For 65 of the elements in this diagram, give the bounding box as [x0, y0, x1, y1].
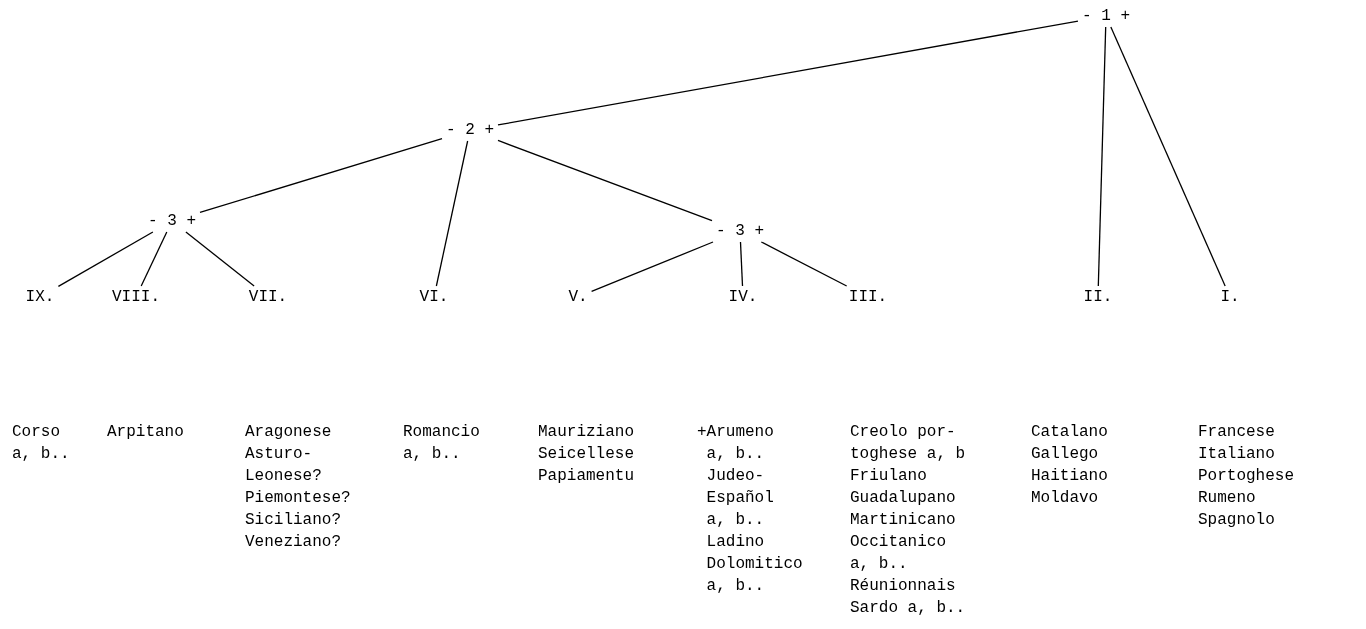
- language-name: Leonese?: [245, 466, 322, 487]
- language-name: Mauriziano: [538, 422, 634, 443]
- language-name: Italiano: [1198, 444, 1275, 465]
- language-name: Sardo a, b..: [850, 598, 966, 619]
- language-name: Judeo-: [705, 466, 765, 487]
- language-name: Portoghese: [1198, 466, 1294, 487]
- connector-line: [1097, 26, 1107, 287]
- tree-node-label: II.: [1081, 287, 1115, 307]
- language-name: Francese: [1198, 422, 1275, 443]
- language-name: Aragonese: [245, 422, 332, 443]
- connector-line: [497, 20, 1079, 126]
- language-name: Réunionnais: [850, 576, 956, 597]
- language-name: toghese a, b: [850, 444, 966, 465]
- language-name: a, b..: [403, 444, 461, 465]
- language-name: a, b..: [12, 444, 70, 465]
- connector-line: [185, 231, 255, 287]
- language-name: Friulano: [850, 466, 927, 487]
- language-name: a, b..: [850, 554, 908, 575]
- language-name: Gallego: [1031, 444, 1099, 465]
- tree-node-label: - 1 +: [1080, 6, 1132, 26]
- language-name: a, b..: [705, 510, 765, 531]
- language-name: Seicellese: [538, 444, 634, 465]
- tree-node-label: - 3 +: [146, 211, 198, 231]
- tree-node-label: IV.: [726, 287, 760, 307]
- language-name: Creolo por-: [850, 422, 956, 443]
- language-name: Siciliano?: [245, 510, 341, 531]
- connector-line: [57, 231, 154, 288]
- tree-node-label: IX.: [23, 287, 57, 307]
- language-name: Martinicano: [850, 510, 956, 531]
- tree-node-label: V.: [566, 287, 590, 307]
- language-name: Piemontese?: [245, 488, 351, 509]
- connector-line: [140, 231, 168, 287]
- language-name: +Arumeno: [697, 422, 774, 443]
- language-name: Dolomitico: [705, 554, 803, 575]
- language-name: Ladino: [705, 532, 765, 553]
- language-name: Rumeno: [1198, 488, 1256, 509]
- connector-line: [199, 137, 443, 214]
- tree-node-label: - 2 +: [444, 120, 496, 140]
- tree-node-label: I.: [1218, 287, 1242, 307]
- language-name: Occitanico: [850, 532, 946, 553]
- connector-line: [760, 241, 848, 287]
- language-name: Guadalupano: [850, 488, 956, 509]
- language-name: Asturo-: [245, 444, 313, 465]
- language-name: Español: [705, 488, 774, 509]
- connector-line: [590, 241, 714, 293]
- language-name: Corso: [12, 422, 60, 443]
- tree-node-label: III.: [846, 287, 890, 307]
- connector-line: [739, 241, 744, 287]
- tree-node-label: VII.: [246, 287, 290, 307]
- tree-node-label: VI.: [417, 287, 451, 307]
- language-name: a, b..: [705, 444, 765, 465]
- tree-node-label: - 3 +: [714, 221, 766, 241]
- language-name: Romancio: [403, 422, 480, 443]
- language-name: Moldavo: [1031, 488, 1099, 509]
- connector-line: [497, 139, 713, 222]
- language-name: Catalano: [1031, 422, 1108, 443]
- tree-node-label: VIII.: [110, 287, 162, 307]
- language-name: Haitiano: [1031, 466, 1108, 487]
- language-name: Papiamentu: [538, 466, 634, 487]
- language-name: Arpitano: [107, 422, 184, 443]
- language-name: Spagnolo: [1198, 510, 1275, 531]
- connector-line: [1110, 26, 1226, 287]
- language-name: Veneziano?: [245, 532, 341, 553]
- connector-line: [435, 140, 469, 287]
- language-name: a, b..: [705, 576, 765, 597]
